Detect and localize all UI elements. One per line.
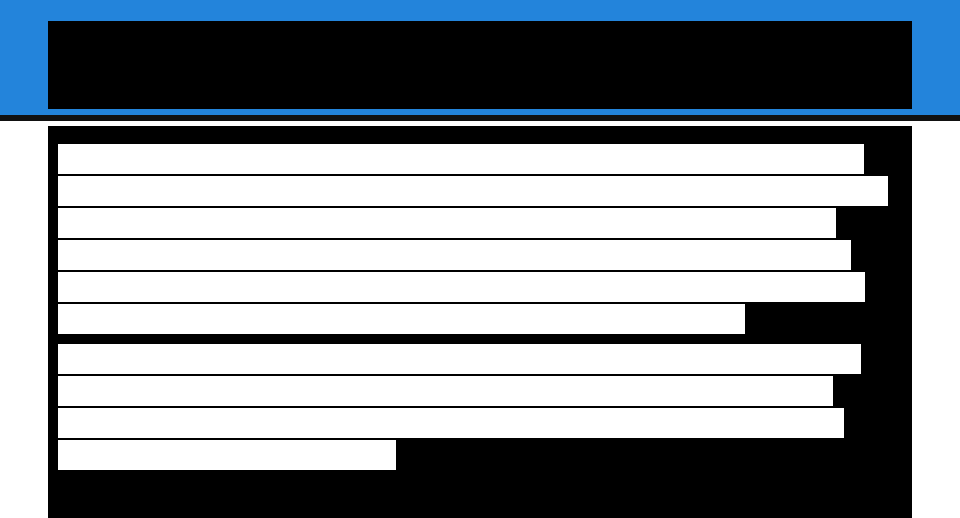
text-line-9: [58, 408, 844, 438]
text-line-10: [58, 440, 396, 470]
content-block: [48, 126, 912, 518]
header-divider: [0, 115, 960, 121]
text-line-2: [58, 176, 888, 206]
text-line-8: [58, 376, 833, 406]
text-line-1: [58, 144, 864, 174]
text-line-3: [58, 208, 836, 238]
text-line-7: [58, 344, 861, 374]
text-line-5: [58, 272, 865, 302]
text-line-6: [58, 304, 745, 334]
title-block: [48, 21, 912, 109]
text-line-4: [58, 240, 851, 270]
